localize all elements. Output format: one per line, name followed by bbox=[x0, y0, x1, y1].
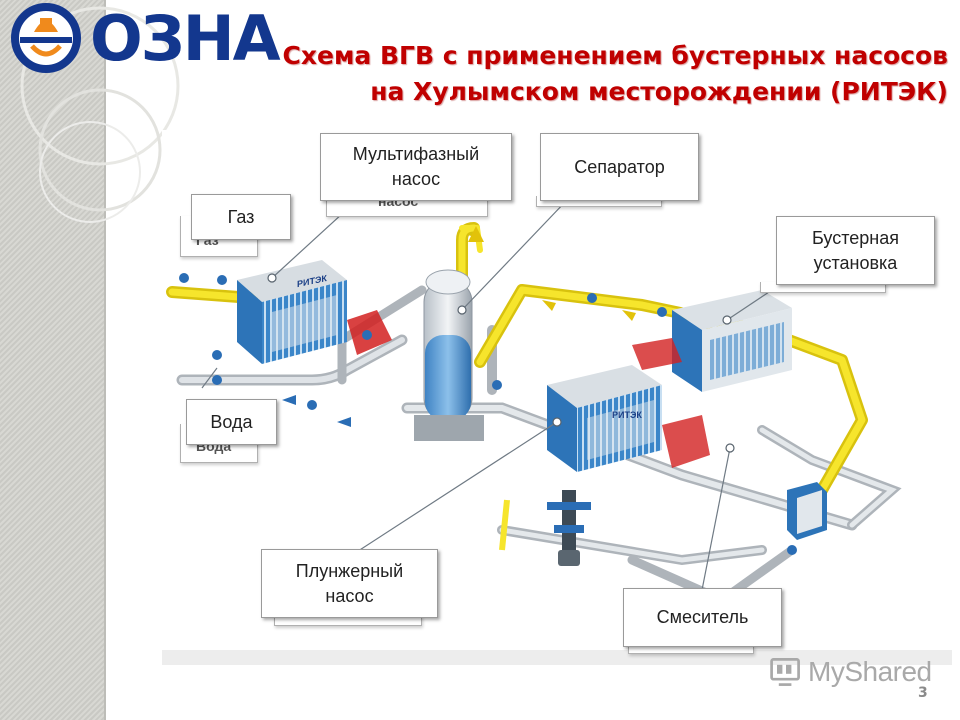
title-line-2: на Хулымском месторождении (РИТЭК) bbox=[370, 77, 948, 106]
callout-text: насос bbox=[391, 169, 441, 189]
svg-text:РИТЭК: РИТЭК bbox=[612, 410, 642, 420]
logo-emblem-icon bbox=[11, 3, 81, 73]
decorative-circles bbox=[20, 6, 180, 223]
callout-text: Газ bbox=[227, 206, 255, 227]
logo-wordmark: ОЗНА bbox=[90, 2, 281, 75]
ghost-label-multiphase bbox=[326, 196, 488, 217]
callout-text: Вода bbox=[210, 411, 253, 432]
callout-water: Вода bbox=[186, 399, 277, 445]
callout-text: Плунжерный bbox=[295, 560, 404, 581]
ghost-label-booster bbox=[760, 282, 886, 293]
callout-booster-unit: Бустерная установка bbox=[776, 216, 935, 285]
callout-separator: Сепаратор bbox=[540, 133, 699, 201]
slide-title: Схема ВГВ с применением бустерных насосо… bbox=[228, 38, 948, 110]
multiphase-pump-container: РИТЭК bbox=[237, 260, 392, 364]
booster-container bbox=[632, 290, 792, 392]
title-line-1: Схема ВГВ с применением бустерных насосо… bbox=[282, 41, 948, 70]
ghost-label-plunger bbox=[274, 615, 422, 626]
sidebar-decoration bbox=[0, 0, 104, 720]
callout-text: Смеситель bbox=[656, 607, 749, 627]
ghost-label-separator bbox=[536, 196, 662, 207]
callout-text: установка bbox=[813, 252, 898, 273]
separator-vessel bbox=[414, 269, 484, 441]
mixer-wellhead bbox=[499, 490, 591, 566]
callout-gas: Газ bbox=[191, 194, 291, 240]
callout-plunger-pump: Плунжерный насос bbox=[261, 549, 438, 618]
page-number: 3 bbox=[918, 685, 928, 701]
callout-text: Бустерная bbox=[812, 227, 899, 248]
callout-multiphase-pump: Мультифазный насос bbox=[320, 133, 512, 201]
callout-mixer: Смеситель bbox=[623, 588, 782, 647]
ghost-label-mixer bbox=[628, 645, 754, 654]
watermark-text: MyShared bbox=[808, 656, 932, 687]
callout-text: Мультифазный bbox=[352, 144, 480, 164]
watermark-logo-icon bbox=[770, 658, 800, 686]
callout-text: насос bbox=[325, 585, 374, 606]
plunger-pump-container: РИТЭК bbox=[547, 365, 710, 472]
company-logo: ОЗНА bbox=[10, 2, 281, 74]
callout-text: Сепаратор bbox=[574, 156, 665, 177]
sidebar-edge bbox=[104, 0, 106, 720]
